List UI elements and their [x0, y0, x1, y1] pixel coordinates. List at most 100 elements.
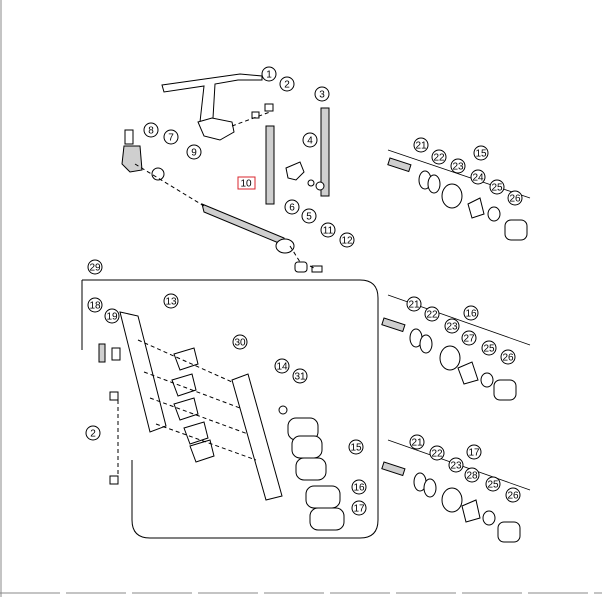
- callout-marker: [429, 445, 445, 461]
- callout-number: 25: [491, 183, 503, 194]
- callout-marker: [351, 479, 367, 495]
- callout-number: 4: [307, 136, 313, 147]
- group-29-frame: [81, 279, 379, 539]
- part-17-spool: [309, 507, 345, 531]
- callout-22: 22: [424, 306, 440, 322]
- callout-marker: [301, 208, 317, 224]
- callout-number: 15: [475, 149, 487, 160]
- callout-number: 15: [350, 443, 362, 454]
- callout-number: 5: [306, 212, 312, 223]
- callout-marker: [232, 334, 248, 350]
- callout-marker: [163, 129, 179, 145]
- callout-marker: [450, 158, 466, 174]
- part-31-washer: [278, 405, 288, 415]
- part-19-pin: [111, 347, 121, 361]
- callout-marker: [351, 500, 367, 516]
- part-9-washer: [151, 167, 165, 181]
- callout-19: 19: [104, 308, 120, 324]
- callout-5: 5: [301, 208, 317, 224]
- callout-number: 17: [468, 448, 480, 459]
- part-13-plate: [119, 311, 167, 433]
- part-18-spring: [98, 343, 106, 363]
- callout-marker: [314, 86, 330, 102]
- callout-number: 30: [234, 338, 246, 349]
- callout-number: 13: [165, 297, 177, 308]
- callout-marker: [464, 467, 480, 483]
- callout-marker: [104, 308, 120, 324]
- callout-marker: [292, 368, 308, 384]
- callout-number: 26: [507, 491, 519, 502]
- callout-number: 21: [415, 141, 427, 152]
- callout-8: 8: [143, 122, 159, 138]
- callout-number: 26: [502, 353, 514, 364]
- callout-marker: [431, 149, 447, 165]
- callout-marker: [461, 330, 477, 346]
- sub-assembly-16: [381, 294, 531, 401]
- callout-marker: [409, 434, 425, 450]
- callout-number: 10: [240, 179, 252, 190]
- callout-number: 1: [266, 70, 272, 81]
- top-assembly: [121, 73, 330, 273]
- part-4-clip: [285, 161, 305, 181]
- part-11-collar: [294, 261, 308, 273]
- callout-17: 17: [466, 444, 482, 460]
- callout-marker: [320, 222, 336, 238]
- callout-number: 3: [319, 90, 325, 101]
- part-10-shaft: [201, 203, 287, 247]
- callout-18: 18: [87, 297, 103, 313]
- callout-25: 25: [485, 476, 501, 492]
- part-2-screws: [251, 103, 274, 119]
- callout-marker: [339, 232, 355, 248]
- callout-marker: [507, 190, 523, 206]
- callout-6: 6: [284, 199, 300, 215]
- callout-number: 24: [472, 173, 484, 184]
- callout-30: 30: [232, 334, 248, 350]
- callout-2: 2: [279, 76, 295, 92]
- callout-marker: [274, 358, 290, 374]
- callout-13: 13: [163, 293, 179, 309]
- callout-number: 21: [408, 300, 420, 311]
- callout-marker: [448, 457, 464, 473]
- callout-12: 12: [339, 232, 355, 248]
- callout-17: 17: [351, 500, 367, 516]
- callout-number: 6: [289, 203, 295, 214]
- sub-assembly-15: [387, 149, 531, 241]
- callout-9: 9: [186, 144, 202, 160]
- callout-number: 19: [106, 312, 118, 323]
- callout-marker: [87, 259, 103, 275]
- callout-marker: [87, 297, 103, 313]
- callout-number: 29: [89, 263, 101, 274]
- callout-7: 7: [163, 129, 179, 145]
- callout-number: 21: [411, 438, 423, 449]
- callout-27: 27: [461, 330, 477, 346]
- callout-16: 16: [351, 479, 367, 495]
- part-8-bolt: [124, 129, 134, 145]
- lower-assembly: [81, 279, 379, 539]
- callout-number: 14: [276, 362, 288, 373]
- callout-22: 22: [431, 149, 447, 165]
- callout-marker: [500, 349, 516, 365]
- part-15-spools: [287, 417, 327, 481]
- callout-marker: [424, 306, 440, 322]
- part-12-screw: [311, 265, 323, 273]
- callout-number: 8: [148, 126, 154, 137]
- callout-number: 23: [450, 461, 462, 472]
- callout-23: 23: [450, 158, 466, 174]
- callout-number: 28: [466, 471, 478, 482]
- callout-26: 26: [500, 349, 516, 365]
- callout-number: 25: [483, 344, 495, 355]
- callout-number: 16: [353, 483, 365, 494]
- callout-number: 11: [323, 226, 334, 237]
- callout-21: 21: [409, 434, 425, 450]
- callout-marker: [485, 476, 501, 492]
- callout-number: 12: [341, 236, 353, 247]
- callout-21: 21: [413, 137, 429, 153]
- callout-labels: 1234567891011121314151516161717181922122…: [85, 66, 523, 516]
- callout-24: 24: [470, 169, 486, 185]
- callout-marker: [463, 305, 479, 321]
- callout-marker: [466, 444, 482, 460]
- callout-1: 1: [261, 66, 277, 82]
- callout-marker: [279, 76, 295, 92]
